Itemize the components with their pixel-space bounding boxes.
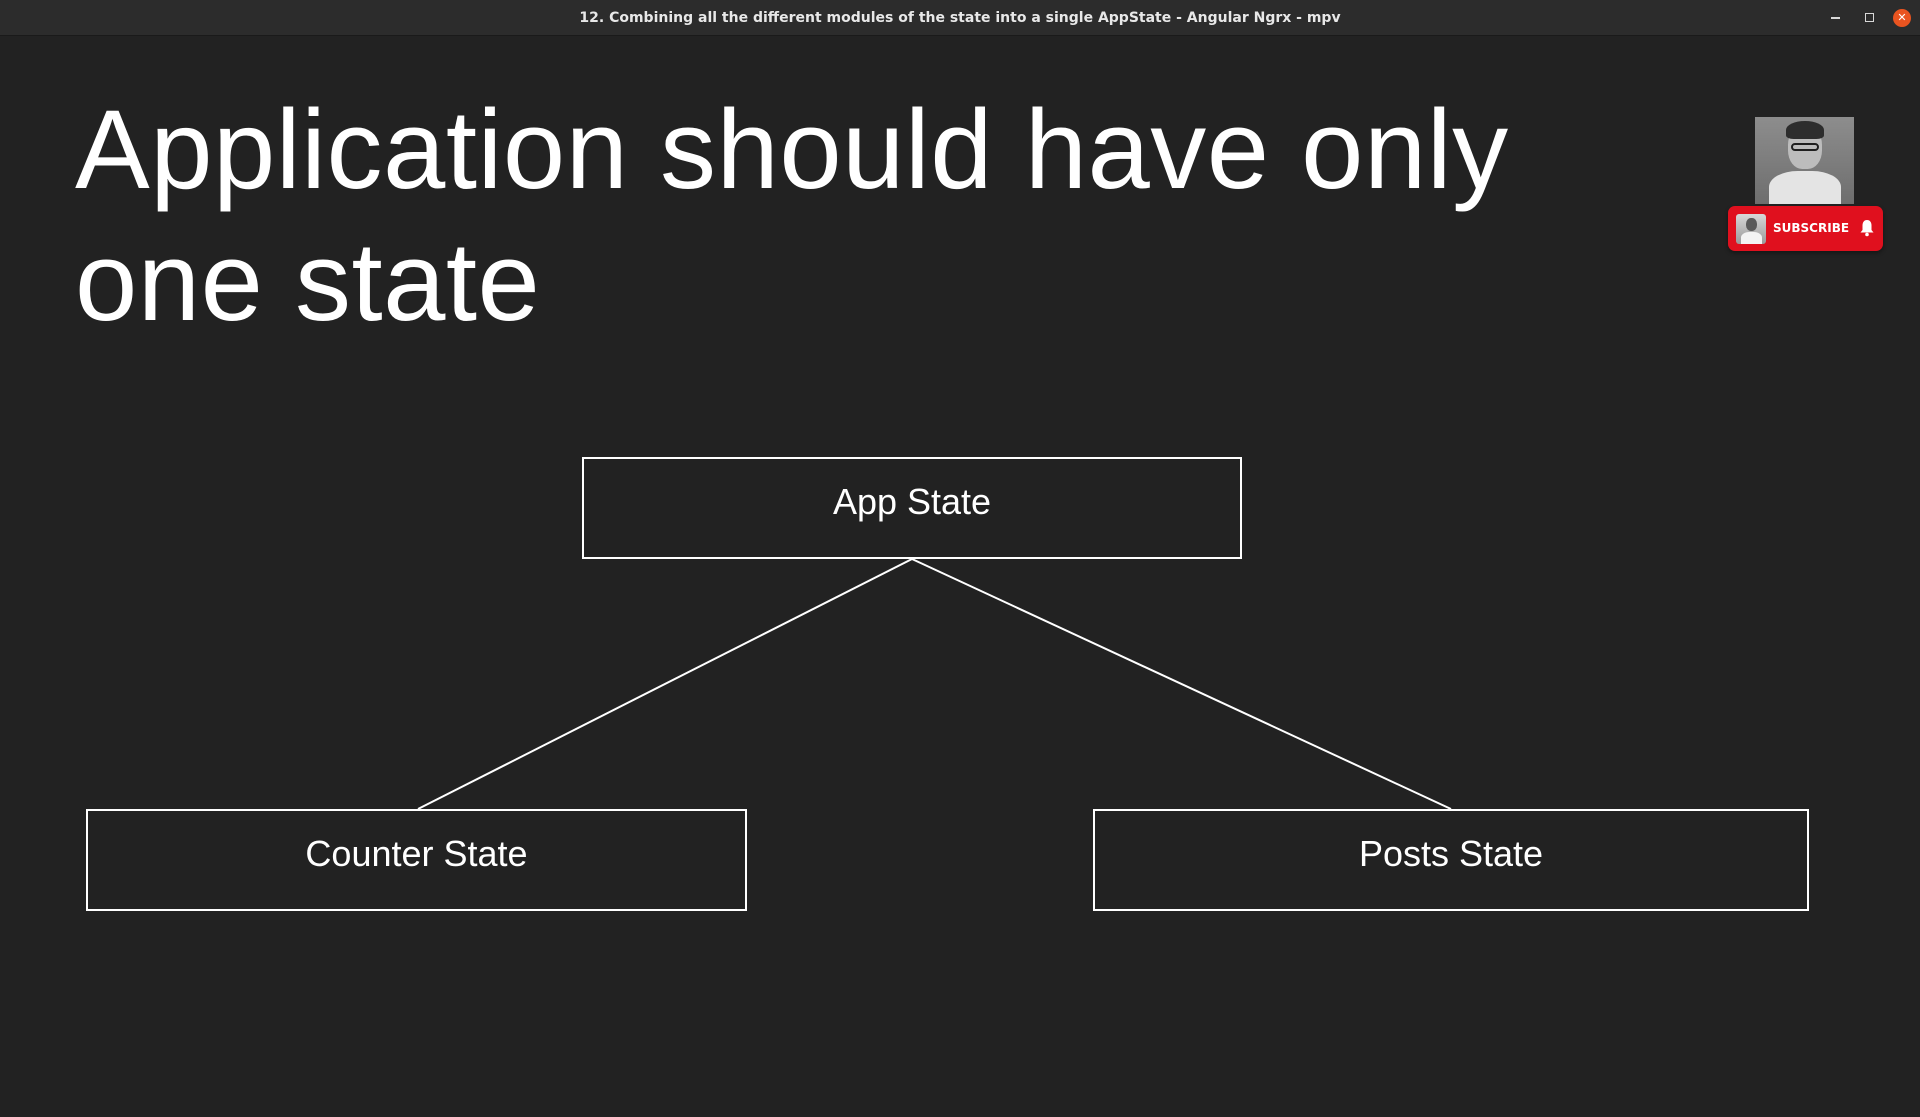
bell-icon — [1860, 220, 1874, 237]
window-titlebar[interactable]: 12. Combining all the different modules … — [0, 0, 1920, 36]
connector-app-to-counter — [417, 558, 913, 810]
video-frame[interactable]: Application should have only one state S… — [0, 36, 1920, 1117]
connector-app-to-posts — [911, 558, 1452, 810]
counter-state-box: Counter State — [86, 809, 747, 911]
subscribe-label: SUBSCRIBE — [1773, 221, 1850, 235]
posts-state-label: Posts State — [1358, 833, 1544, 874]
minimize-icon[interactable] — [1826, 9, 1844, 27]
counter-state-label: Counter State — [305, 833, 528, 874]
presenter-avatar — [1755, 117, 1854, 204]
app-state-box: App State — [582, 457, 1242, 559]
close-icon[interactable]: ✕ — [1893, 9, 1911, 27]
channel-thumbnail — [1736, 214, 1766, 244]
app-state-label: App State — [832, 481, 992, 522]
diagram-connectors — [417, 558, 1452, 810]
maximize-icon[interactable] — [1860, 9, 1878, 27]
posts-state-box: Posts State — [1093, 809, 1809, 911]
slide-title: Application should have only one state — [75, 87, 1509, 344]
subscribe-button[interactable]: SUBSCRIBE — [1728, 206, 1883, 251]
window-title: 12. Combining all the different modules … — [579, 10, 1341, 26]
